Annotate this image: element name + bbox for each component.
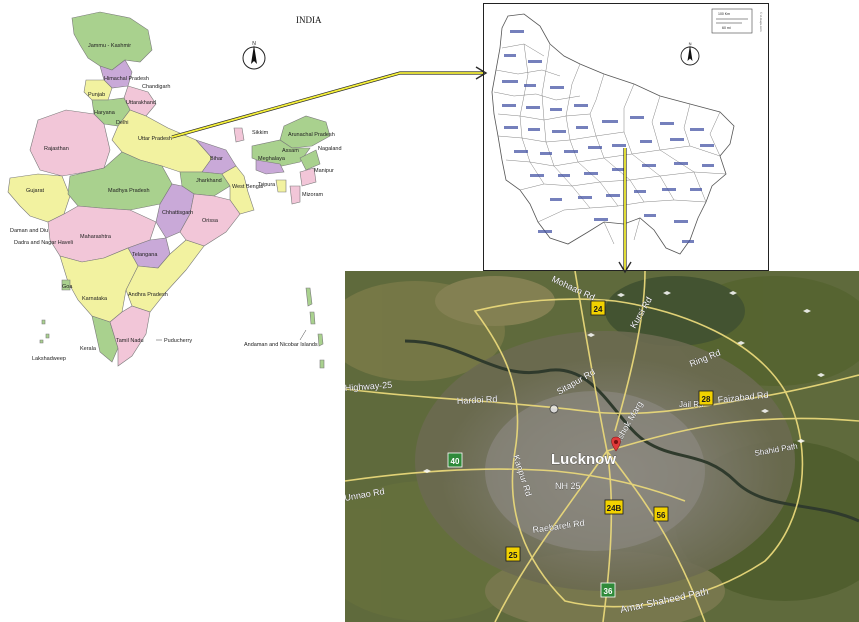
road-jail: Jail Rd — [679, 400, 703, 409]
label-karnataka: Karnataka — [82, 296, 108, 302]
shield-28: 28 — [698, 390, 714, 406]
label-wb: West Bengal — [232, 184, 263, 190]
scale-mi: 60 mi — [722, 26, 731, 30]
up-north-label: N — [689, 41, 692, 46]
label-haryana: Haryana — [94, 110, 116, 116]
shield-24: 24 — [590, 300, 606, 316]
up-district-map: 100 Km 60 mi © d-maps.com N — [483, 3, 769, 271]
india-map: INDIA N — [0, 0, 360, 380]
state-orissa — [179, 193, 241, 247]
city-label-lucknow: Lucknow — [551, 451, 616, 468]
state-jammu-kashmir — [71, 11, 153, 71]
label-meghalaya: Meghalaya — [258, 156, 286, 162]
road-hardoi: Hardoi Rd — [457, 394, 498, 406]
gomti-river — [404, 339, 859, 523]
north-label: N — [252, 41, 256, 47]
label-chandigarh: Chandigarh — [142, 84, 170, 90]
north-arrow-icon: N — [242, 41, 266, 70]
label-sikkim: Sikkim — [252, 130, 269, 136]
label-maharashtra: Maharashtra — [80, 234, 112, 240]
state-tn — [109, 305, 151, 367]
state-rajasthan — [29, 109, 111, 177]
state-mizoram — [289, 185, 301, 205]
label-punjab: Punjab — [88, 92, 105, 98]
state-manipur — [299, 167, 317, 187]
scale-km: 100 Km — [718, 12, 730, 16]
label-uttarakhand: Uttarakhand — [126, 100, 156, 106]
shield-40: 40 — [447, 452, 463, 468]
state-ap — [125, 239, 205, 313]
lucknow-satellite-image: Highway-25 Hardoi Rd Faizabad Rd Ring Rd… — [345, 271, 859, 622]
label-jharkhand: Jharkhand — [196, 178, 222, 184]
svg-text:56: 56 — [657, 511, 666, 520]
label-bihar: Bihar — [210, 156, 223, 162]
state-goa — [61, 279, 71, 291]
label-assam: Assam — [282, 148, 299, 154]
label-chhattisgarh: Chhattisgarh — [162, 210, 193, 216]
label-delhi: Delhi — [116, 120, 129, 126]
state-karnataka — [59, 247, 139, 323]
label-kerala: Kerala — [80, 346, 97, 352]
state-sikkim — [233, 127, 245, 143]
label-manipur: Manipur — [314, 168, 334, 174]
label-lakshadweep: Lakshadweep — [32, 356, 66, 362]
label-daman-diu: Daman and Diu — [10, 228, 48, 234]
shield-25: 25 — [505, 546, 521, 562]
state-nagaland — [299, 149, 321, 171]
location-pin-icon — [611, 436, 621, 452]
svg-text:25: 25 — [509, 551, 518, 560]
shield-56: 56 — [653, 506, 669, 522]
landmark-icons — [423, 291, 825, 473]
scale-bar: 100 Km 60 mi — [711, 8, 753, 34]
up-outline — [491, 13, 735, 255]
svg-text:36: 36 — [604, 587, 613, 596]
label-goa: Goa — [62, 284, 73, 290]
map-credit: © d-maps.com — [759, 12, 763, 32]
road-highway-25: Highway-25 — [345, 380, 393, 393]
label-arunachal: Arunachal Pradesh — [288, 132, 335, 138]
islands-lakshadweep — [39, 319, 50, 344]
islands-andaman — [305, 287, 325, 369]
label-jammu-kashmir: Jammu - Kashmir — [88, 43, 131, 49]
label-mizoram: Mizoram — [302, 192, 324, 198]
label-mp: Madhya Pradesh — [108, 188, 150, 194]
label-tripura: Tripura — [258, 182, 276, 188]
state-meghalaya — [255, 159, 285, 175]
label-rajasthan: Rajasthan — [44, 146, 69, 152]
state-wb — [221, 165, 255, 215]
label-puducherry: Puducherry — [164, 338, 192, 344]
svg-text:28: 28 — [702, 395, 711, 404]
label-gujarat: Gujarat — [26, 188, 45, 194]
label-andaman: Andaman and Nicobar Islands — [244, 342, 318, 348]
label-telangana: Telangana — [132, 252, 158, 258]
label-nagaland: Nagaland — [318, 146, 342, 152]
label-himachal: Himachal Pradesh — [104, 76, 149, 82]
label-up: Uttar Pradesh — [138, 136, 172, 142]
state-gujarat — [7, 173, 71, 223]
svg-text:24: 24 — [594, 305, 603, 314]
label-orissa: Orissa — [202, 218, 219, 224]
shield-36: 36 — [600, 582, 616, 598]
label-ap: Andhra Pradesh — [128, 292, 168, 298]
svg-text:40: 40 — [451, 457, 460, 466]
india-map-title: INDIA — [296, 15, 322, 25]
state-tripura — [275, 179, 287, 193]
label-dadra: Dadra and Nagar Haveli — [14, 240, 73, 246]
label-tn: Tamil Nadu — [116, 338, 144, 344]
shield-24b: 24B — [604, 499, 624, 515]
road-nh-25: NH 25 — [555, 481, 581, 491]
svg-text:24B: 24B — [607, 504, 622, 513]
north-arrow-icon: N — [680, 41, 700, 66]
state-assam — [251, 139, 311, 167]
